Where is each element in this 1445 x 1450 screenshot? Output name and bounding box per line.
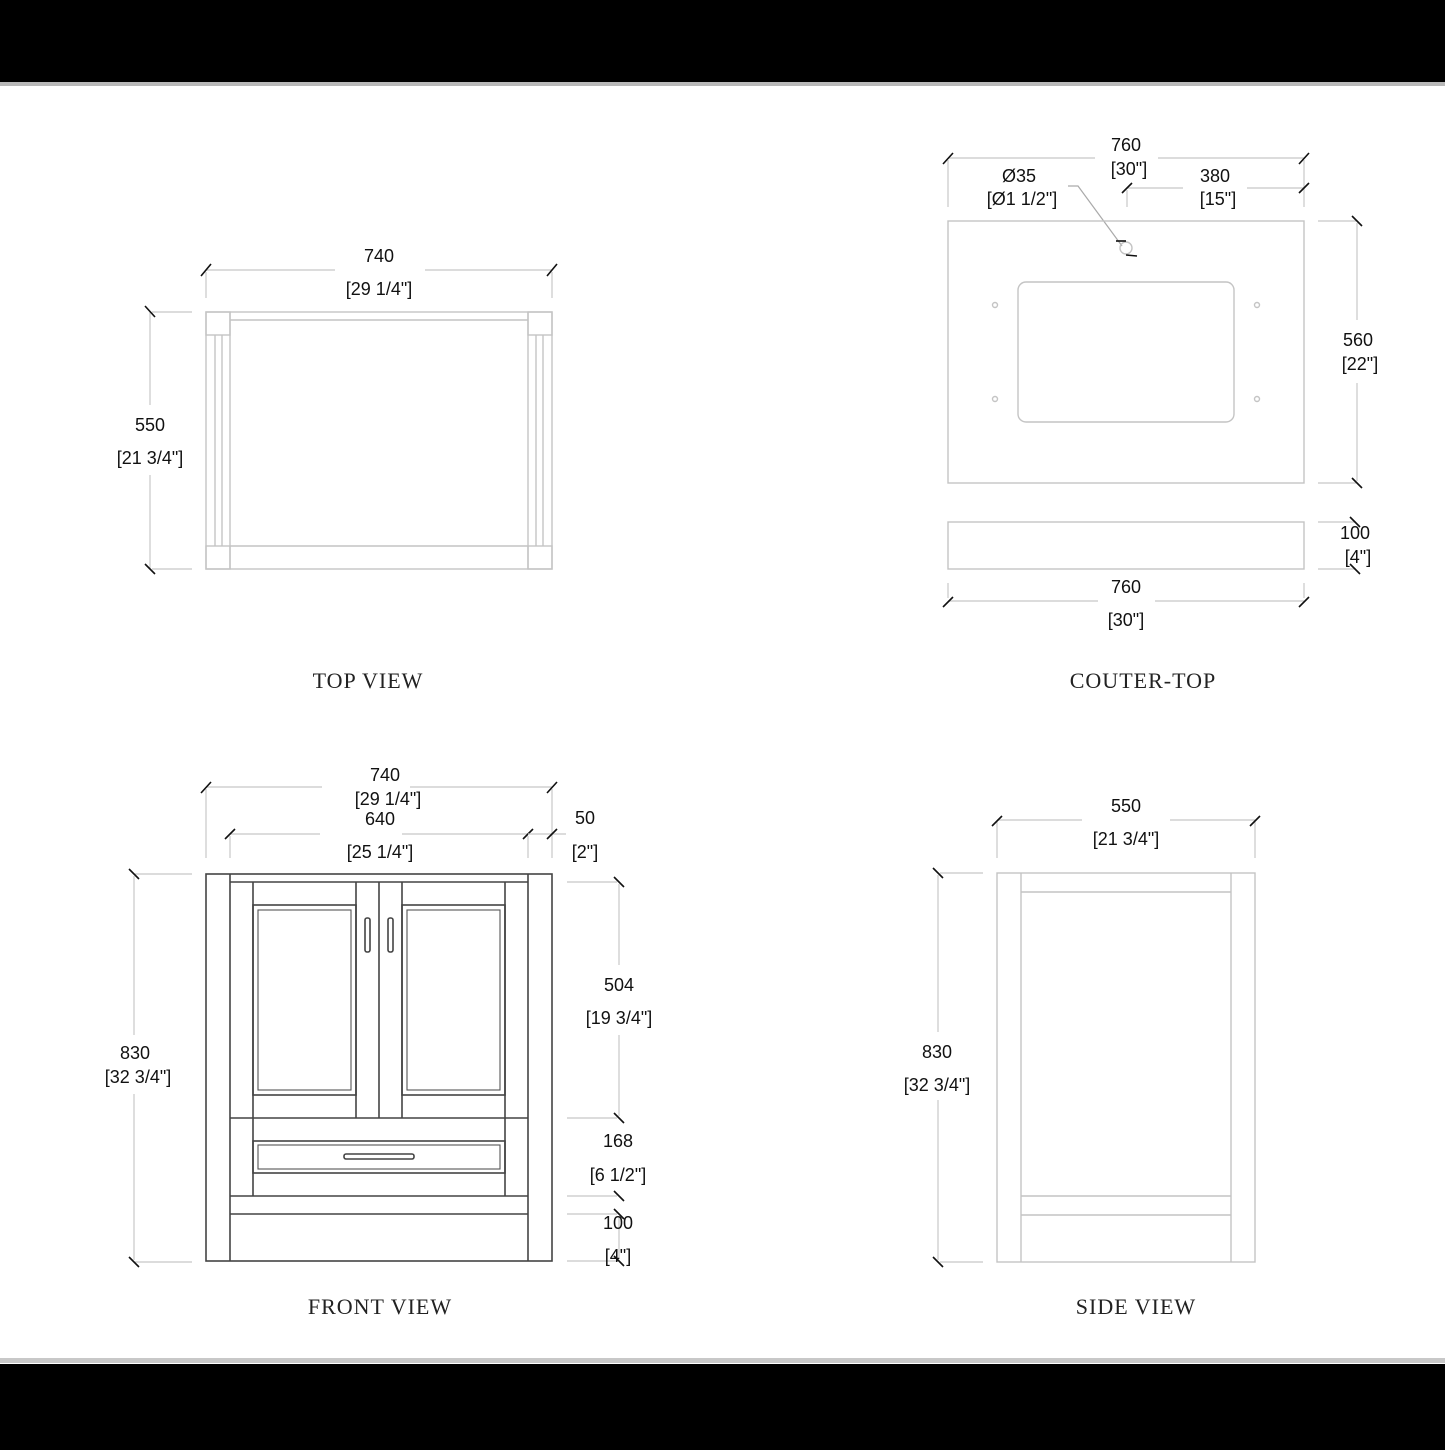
inner-width-in: [25 1/4"] <box>347 842 413 862</box>
top-view-title: TOP VIEW <box>313 668 424 693</box>
top-view-depth-mm: 550 <box>135 415 165 435</box>
side-view-title: SIDE VIEW <box>1076 1294 1196 1319</box>
front-height-in: [32 3/4"] <box>105 1067 171 1087</box>
front-view-title: FRONT VIEW <box>308 1294 452 1319</box>
front-width-mm: 740 <box>370 765 400 785</box>
toe-height-mm: 100 <box>603 1213 633 1233</box>
right-door-handle <box>387 917 394 953</box>
sink-cutout <box>1017 281 1235 423</box>
edge-width-mm: 760 <box>1111 577 1141 597</box>
top-separator <box>0 82 1445 86</box>
leg-width-in: [2"] <box>572 842 598 862</box>
left-door <box>252 882 371 1118</box>
top-view-width-mm: 740 <box>364 246 394 266</box>
hole-offset-in: [15"] <box>1200 189 1236 209</box>
countertop-width-mm: 760 <box>1111 135 1141 155</box>
drawer-height-mm: 168 <box>603 1131 633 1151</box>
countertop-thickness-in: [4"] <box>1345 547 1371 567</box>
countertop-plan <box>947 220 1305 484</box>
side-depth-mm: 550 <box>1111 796 1141 816</box>
top-view-depth-in: [21 3/4"] <box>117 448 183 468</box>
toe-height-in: [4"] <box>605 1246 631 1266</box>
countertop-width-in: [30"] <box>1111 159 1147 179</box>
side-height-in: [32 3/4"] <box>904 1075 970 1095</box>
countertop-depth-in: [22"] <box>1342 354 1378 374</box>
left-door-handle <box>364 917 371 953</box>
hole-offset-mm: 380 <box>1200 166 1230 186</box>
door-height-in: [19 3/4"] <box>586 1008 652 1028</box>
top-view-width-in: [29 1/4"] <box>346 279 412 299</box>
faucet-hole <box>1119 241 1133 255</box>
countertop-title: COUTER-TOP <box>1070 668 1217 693</box>
side-height-mm: 830 <box>922 1042 952 1062</box>
countertop-depth-mm: 560 <box>1343 330 1373 350</box>
paper <box>0 82 1445 1364</box>
countertop-thickness-mm: 100 <box>1340 523 1370 543</box>
hole-diameter-in: [Ø1 1/2"] <box>987 189 1057 209</box>
drawer-handle <box>343 1153 415 1160</box>
leg-width-mm: 50 <box>575 808 595 828</box>
front-height-mm: 830 <box>120 1043 150 1063</box>
top-view: 740 [29 1/4"] 550 [21 3/4"] TOP VIEW <box>117 246 558 693</box>
side-view: 550 [21 3/4"] 830 [32 3/4"] SIDE VIEW <box>904 796 1261 1319</box>
countertop-view: 760 [30"] 380 [15"] Ø35 [Ø1 1/2"] 560 [2… <box>942 135 1378 693</box>
top-view-outline <box>205 311 553 570</box>
front-width-in: [29 1/4"] <box>355 789 421 809</box>
side-cabinet-outline <box>996 872 1256 1263</box>
door-height-mm: 504 <box>604 975 634 995</box>
drawer <box>252 1118 506 1196</box>
front-cabinet-outline <box>205 873 553 1262</box>
side-depth-in: [21 3/4"] <box>1093 829 1159 849</box>
drawer-height-in: [6 1/2"] <box>590 1165 646 1185</box>
front-view: 740 [29 1/4"] 640 [25 1/4"] 50 [2"] 830 … <box>105 765 652 1319</box>
right-door <box>387 882 506 1118</box>
bottom-separator <box>0 1358 1445 1363</box>
hole-diameter-mm: Ø35 <box>1002 166 1036 186</box>
edge-width-in: [30"] <box>1108 610 1144 630</box>
countertop-edge <box>947 521 1305 570</box>
inner-width-mm: 640 <box>365 809 395 829</box>
